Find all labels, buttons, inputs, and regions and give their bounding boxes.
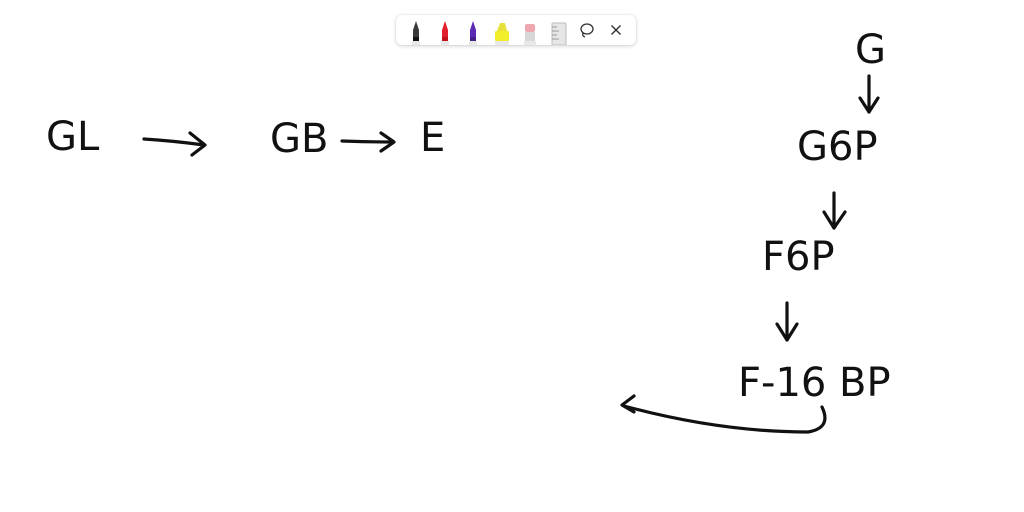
arrowhead-gb-e <box>379 131 396 153</box>
label-g: G <box>855 27 886 73</box>
highlighter-icon <box>494 23 509 45</box>
red-pen-icon <box>440 21 449 45</box>
black-pen-icon <box>412 21 421 45</box>
lasso-select-tool[interactable] <box>573 15 602 45</box>
label-f16bp: F-16 BP <box>738 360 891 406</box>
label-f6p: F6P <box>762 234 835 280</box>
label-g6p: G6P <box>797 124 878 170</box>
arrowhead-g-g6p <box>858 96 880 114</box>
red-pen-tool[interactable] <box>431 15 460 45</box>
ruler-tool[interactable] <box>545 15 574 45</box>
close-icon <box>610 25 621 35</box>
label-gl: GL <box>46 114 100 160</box>
eraser-tool[interactable] <box>516 15 545 45</box>
arrowhead-gl-gb <box>188 131 207 157</box>
close-toolbar-button[interactable] <box>602 15 631 45</box>
highlighter-tool[interactable] <box>488 15 517 45</box>
arrowhead-g6p-f6p <box>822 210 847 230</box>
lasso-icon <box>580 23 594 38</box>
purple-pen-icon <box>469 21 478 45</box>
label-gb: GB <box>270 116 328 162</box>
ruler-icon <box>551 22 567 45</box>
pen-toolbar <box>396 15 636 45</box>
curved-arrow-f16bp <box>622 404 827 434</box>
purple-pen-tool[interactable] <box>459 15 488 45</box>
arrowhead-f6p-f16bp <box>775 322 799 342</box>
black-pen-tool[interactable] <box>402 15 431 45</box>
curved-arrowhead-f16bp <box>620 394 636 414</box>
arrow-gb-e <box>340 139 395 144</box>
label-e: E <box>420 115 445 161</box>
eraser-icon <box>524 24 537 45</box>
arrow-gl-gb <box>142 137 206 147</box>
